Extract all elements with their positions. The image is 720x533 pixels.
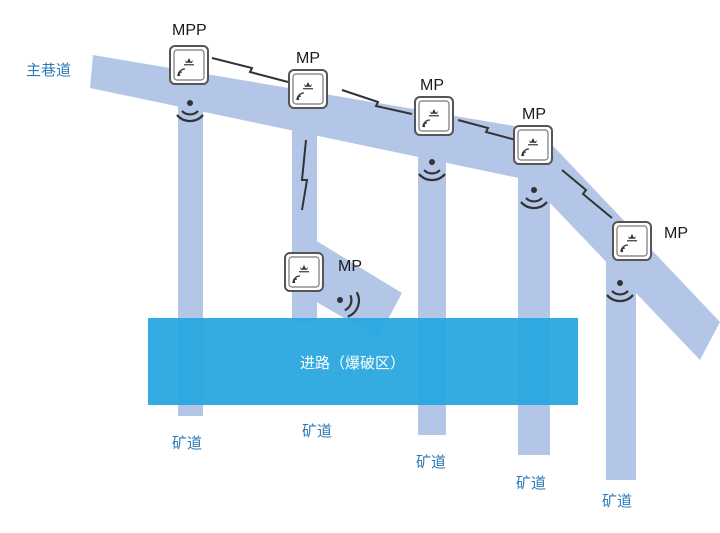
access-point-icon [612, 221, 652, 261]
drift-label-3: 矿道 [416, 453, 447, 471]
access-road-label: 进路（爆破区） [300, 354, 406, 372]
wireless-link-icon [457, 119, 517, 141]
access-point-icon [414, 96, 454, 136]
access-point-icon [284, 252, 324, 292]
wireless-link-icon [341, 89, 413, 115]
wireless-link-icon [211, 57, 289, 83]
wireless-link-icon [300, 139, 309, 211]
drift-label-4: 矿道 [516, 474, 547, 492]
signal-waves-icon [337, 291, 360, 318]
drift-label-1: 矿道 [172, 434, 203, 452]
device-label-mp: MP [296, 50, 320, 67]
access-road-zone [148, 318, 578, 405]
access-point-icon [169, 45, 209, 85]
device-label-mpp: MPP [172, 22, 207, 39]
drift-shaft-4 [518, 170, 550, 455]
device-label-mp: MP [338, 258, 362, 275]
main-tunnel-label: 主巷道 [26, 61, 72, 79]
access-point-icon [513, 125, 553, 165]
access-point-icon [288, 69, 328, 109]
device-label-mp: MP [522, 106, 546, 123]
device-label-mp: MP [664, 225, 688, 242]
device-label-mp: MP [420, 77, 444, 94]
drift-label-5: 矿道 [602, 492, 633, 510]
wireless-link-icon [561, 169, 613, 219]
main-tunnel [90, 55, 720, 360]
drift-shaft-5 [606, 250, 636, 480]
drift-label-2: 矿道 [302, 422, 333, 440]
